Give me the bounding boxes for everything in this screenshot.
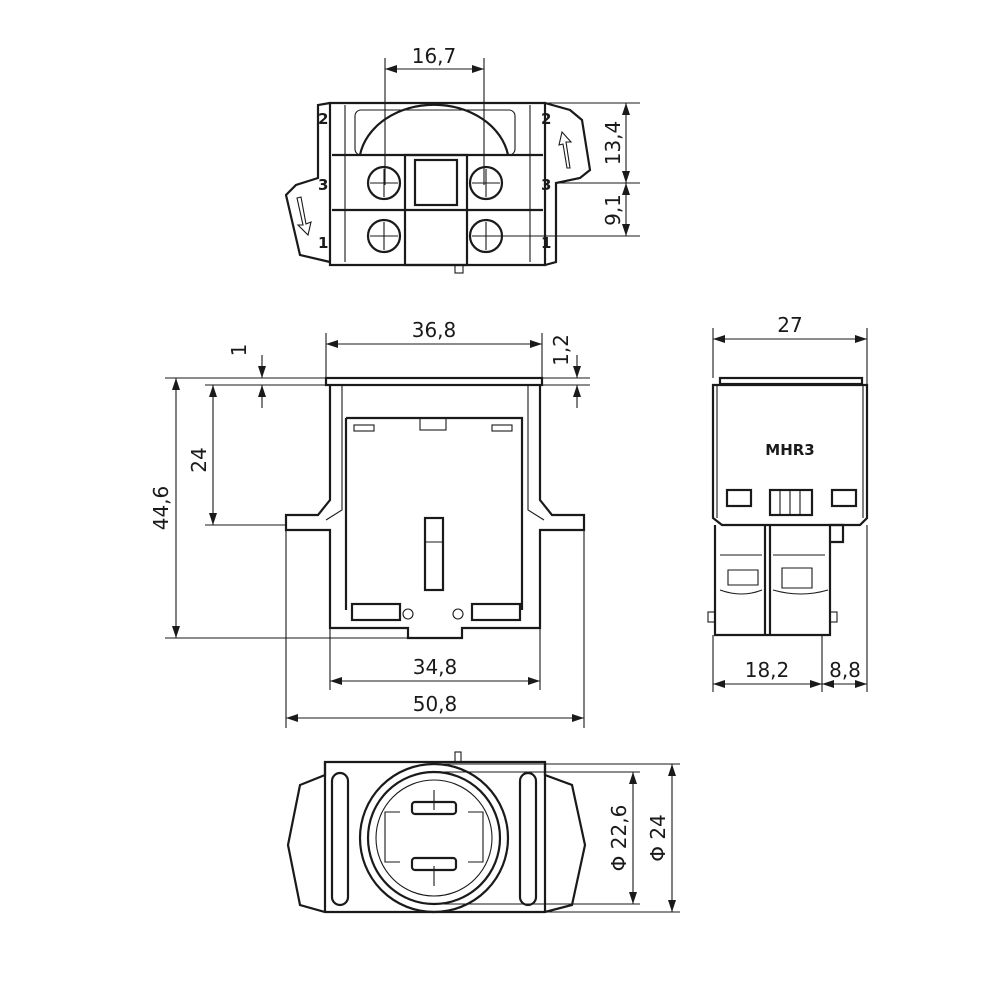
dimension-label: Φ 22,6 [607,805,631,872]
model-label: MHR3 [765,441,814,459]
dimension-label: Φ 24 [646,814,670,862]
screw-icon [366,165,504,254]
dimension-label: 36,8 [412,318,457,342]
terminal-label: 1 [541,234,551,252]
terminal-label: 2 [541,110,551,128]
dimension-label: 27 [777,313,802,337]
terminal-label: 2 [318,110,328,128]
dimension-label: 44,6 [149,486,173,531]
dimension-label: 34,8 [413,655,458,679]
terminal-label: 1 [318,234,328,252]
top-view: 2 3 1 2 3 1 16,7 13,4 9,1 [284,44,640,274]
terminal-label: 3 [541,176,551,194]
dimension-label: 1,2 [549,334,573,366]
dimension-label: 50,8 [413,692,458,716]
side-view: MHR3 27 18,2 8,8 [707,313,869,692]
dimension-label: 1 [227,344,251,357]
dimension-label: 18,2 [745,658,790,682]
dimension-label: 9,1 [601,194,625,226]
rotation-arrow-icon [296,196,312,237]
bottom-view: Φ 22,6 Φ 24 [286,751,680,914]
front-view: 36,8 1 1,2 24 44,6 34,8 50,8 [149,318,590,728]
dimension-label: 13,4 [601,121,625,166]
dimension-label: 16,7 [412,44,457,68]
dimension-label: 8,8 [829,658,861,682]
terminal-label: 3 [318,176,328,194]
rotation-arrow-icon [558,130,573,169]
dimension-label: 24 [187,447,211,472]
